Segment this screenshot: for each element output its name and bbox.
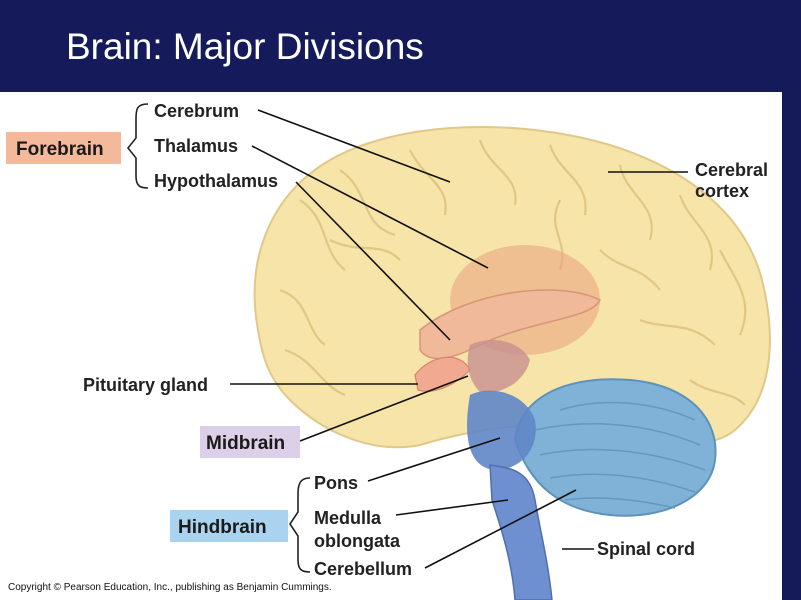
hindbrain-box xyxy=(170,510,288,542)
forebrain-box xyxy=(6,132,121,164)
midbrain-label: Midbrain xyxy=(206,433,285,454)
midbrain-shape xyxy=(467,340,530,393)
pituitary-gland-label: Pituitary gland xyxy=(83,375,208,395)
cerebrum-label: Cerebrum xyxy=(154,101,239,121)
pons-shape xyxy=(467,390,536,470)
slide-title: Brain: Major Divisions xyxy=(66,26,424,67)
cortex-folds xyxy=(279,139,747,406)
cerebellum-folds xyxy=(534,401,706,509)
cerebellum-label: Cerebellum xyxy=(314,559,412,579)
medulla-spinal-cord-shape xyxy=(489,464,553,600)
hindbrain-label: Hindbrain xyxy=(178,517,267,538)
right-border-bar xyxy=(782,92,801,600)
cerebellum-shape xyxy=(513,378,717,517)
brackets xyxy=(126,103,311,573)
forebrain-label: Forebrain xyxy=(16,139,104,160)
medulla-label-line1: Medulla xyxy=(314,508,382,528)
spinal-cord-label: Spinal cord xyxy=(597,539,695,559)
title-bar: Brain: Major Divisions xyxy=(0,0,801,92)
cerebral-cortex-label-line2: cortex xyxy=(695,181,749,201)
medulla-label-line2: oblongata xyxy=(314,531,401,551)
leader-lines xyxy=(230,109,688,569)
thalamus-label: Thalamus xyxy=(154,136,238,156)
cerebral-cortex-label-line1: Cerebral xyxy=(695,160,768,180)
forebrain-bracket xyxy=(126,103,149,189)
copyright-notice: Copyright © Pearson Education, Inc., pub… xyxy=(8,582,332,593)
pons-label: Pons xyxy=(314,473,358,493)
hindbrain-bracket xyxy=(289,477,311,573)
brain-diagram: Forebrain Midbrain Hindbrain Cerebrum Th… xyxy=(6,101,771,600)
hypothalamus-label: Hypothalamus xyxy=(154,171,278,191)
midbrain-box xyxy=(200,426,300,458)
